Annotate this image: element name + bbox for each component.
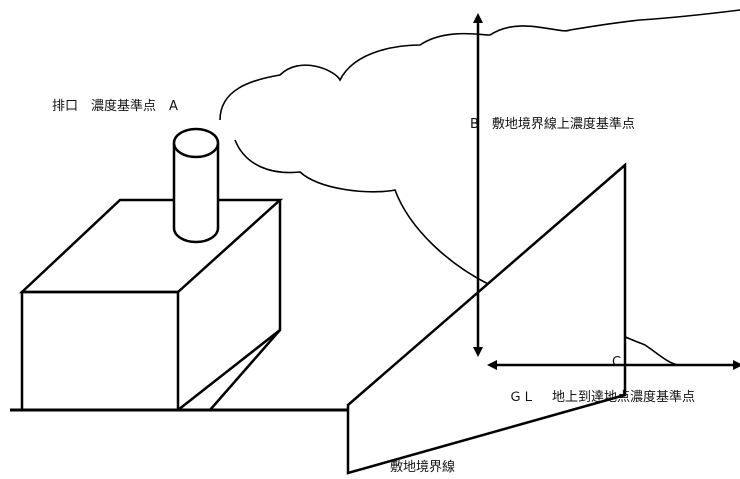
stack — [172, 127, 220, 244]
label-point-b: B 敷地境界線上濃度基準点 — [470, 117, 635, 132]
label-ground-point: 地上到達地点濃度基準点 — [552, 390, 696, 405]
label-gl: ＧＬ — [509, 390, 536, 405]
label-point-a: 排口 濃度基準点 A — [52, 99, 178, 114]
label-boundary: 敷地境界線 — [390, 460, 456, 475]
label-point-c: C — [612, 355, 622, 370]
boundary-wall — [346, 162, 627, 475]
building — [18, 198, 284, 412]
